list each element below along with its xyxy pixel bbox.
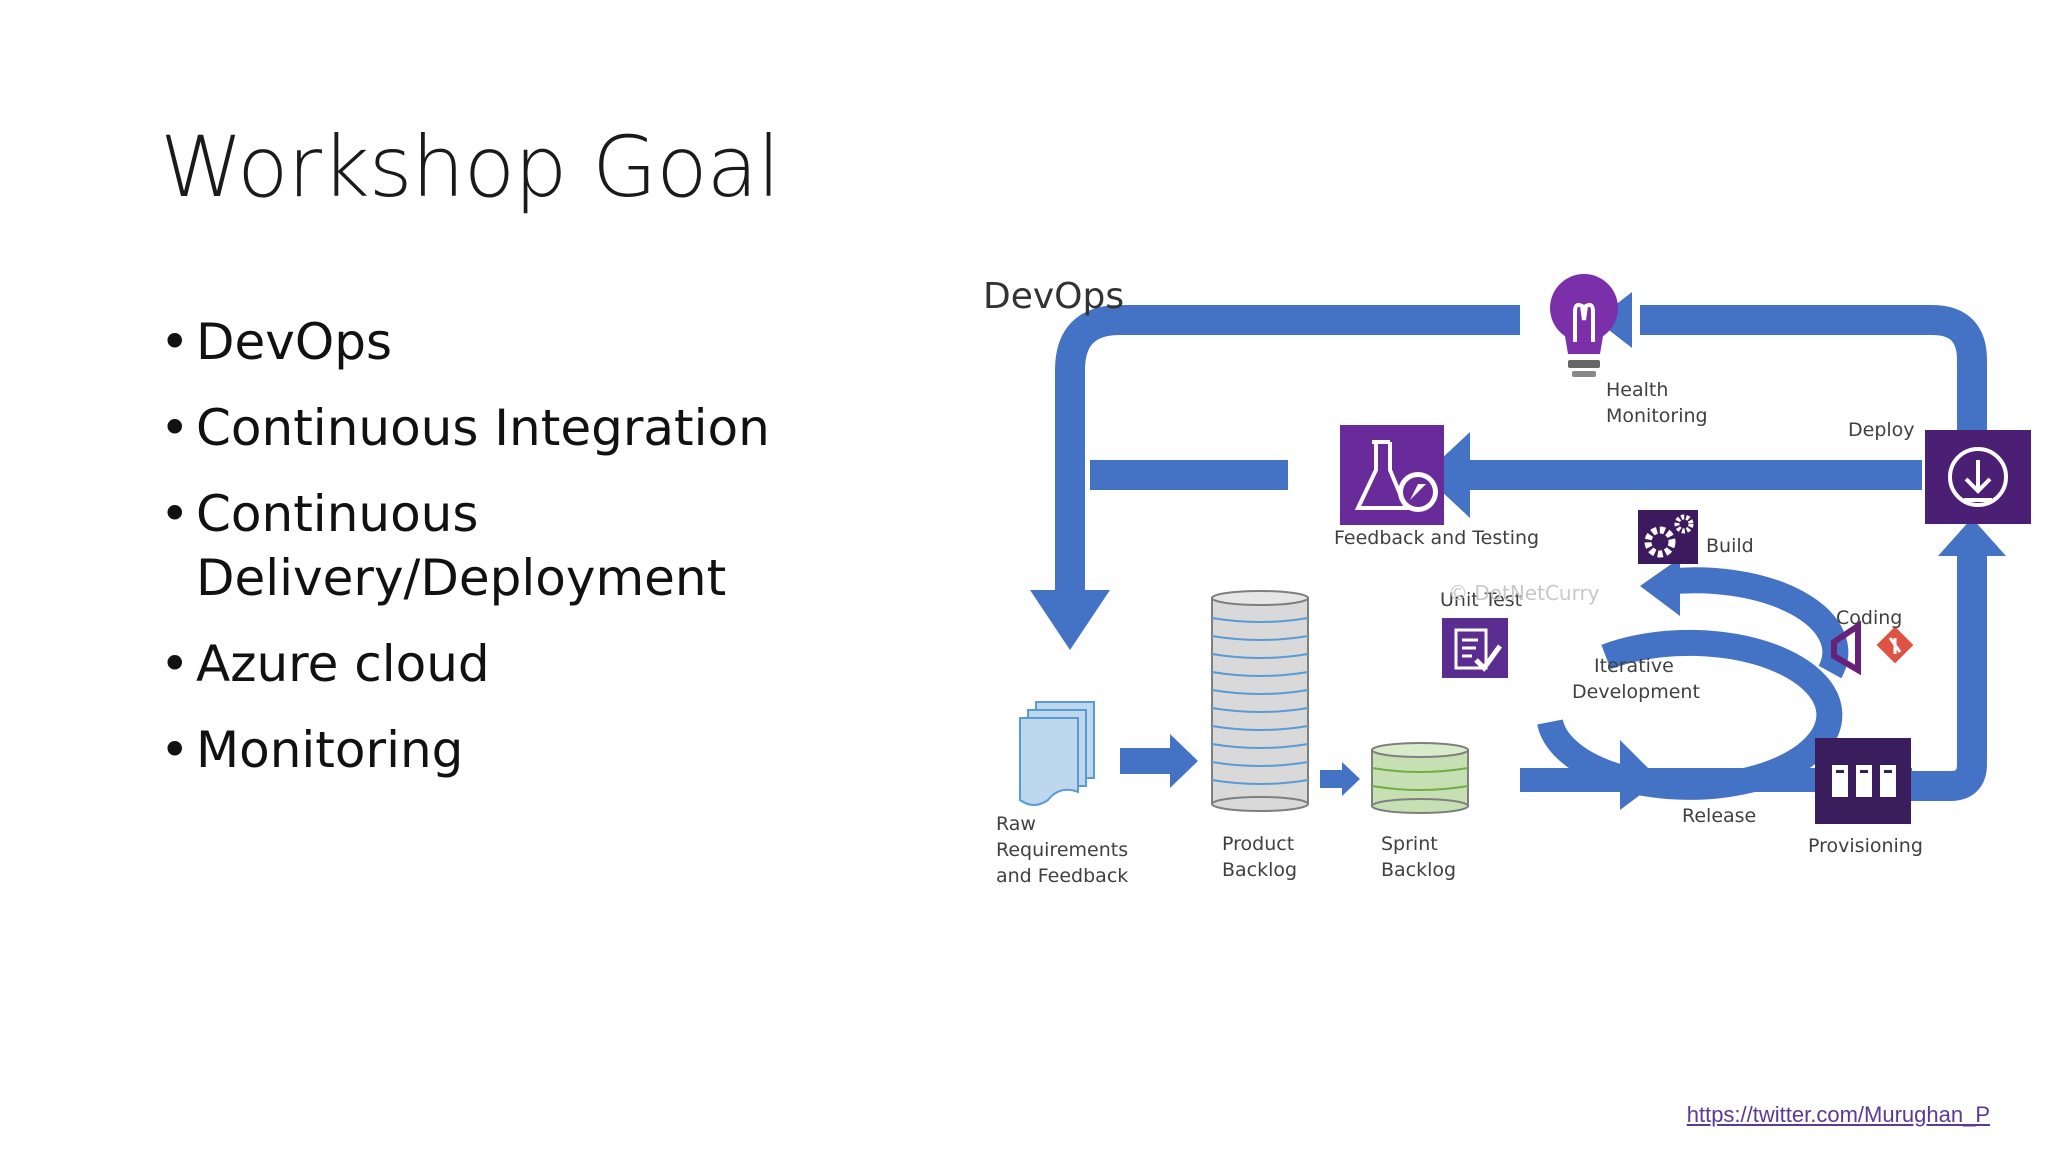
down-arrow-shaft xyxy=(1055,470,1085,600)
up-arrow-right xyxy=(1910,552,1987,801)
checklist-icon xyxy=(1442,618,1508,678)
flask-icon xyxy=(1340,425,1444,525)
lightbulb-icon xyxy=(1550,274,1618,377)
devops-diagram: DevOps Health Monitoring Deploy Feedback… xyxy=(983,274,2031,887)
label-product-1: Product xyxy=(1222,833,1294,855)
watermark: © DotNetCurry xyxy=(1448,581,1600,605)
bullet-item: Continuous Delivery/Deployment xyxy=(160,482,880,610)
arrow-head-feedback xyxy=(1424,432,1470,518)
label-health-1: Health xyxy=(1606,379,1668,401)
feedback-band xyxy=(1090,460,1288,490)
product-to-sprint-arrow xyxy=(1320,770,1342,788)
outer-loop-arrow xyxy=(1055,305,1987,490)
arrow-head-up xyxy=(1938,518,2006,556)
label-raw-2: Requirements xyxy=(996,839,1128,861)
sprint-backlog-icon xyxy=(1371,742,1469,814)
git-icon xyxy=(1876,626,1914,664)
label-sprint-2: Backlog xyxy=(1381,859,1456,881)
servers-icon xyxy=(1815,738,1911,824)
label-raw-1: Raw xyxy=(996,813,1036,835)
label-unit-test: Unit Test xyxy=(1440,589,1522,611)
label-provisioning: Provisioning xyxy=(1808,835,1923,857)
label-sprint-1: Sprint xyxy=(1381,833,1438,855)
visual-studio-icon xyxy=(1831,620,1861,676)
label-health-2: Monitoring xyxy=(1606,405,1708,427)
arrow-head-down xyxy=(1030,590,1110,650)
label-release: Release xyxy=(1682,805,1756,827)
deploy-band xyxy=(1460,460,1922,490)
bullet-list: DevOps Continuous Integration Continuous… xyxy=(160,310,880,804)
slide-title: Workshop Goal xyxy=(160,118,780,216)
bullet-item: DevOps xyxy=(160,310,880,374)
label-build: Build xyxy=(1706,535,1754,557)
bullet-item: Azure cloud xyxy=(160,632,880,696)
arrow-head-product xyxy=(1170,734,1198,788)
label-deploy: Deploy xyxy=(1848,419,1915,441)
documents-icon xyxy=(1019,701,1095,806)
gears-icon xyxy=(1638,510,1698,564)
twitter-link[interactable]: https://twitter.com/Murughan_P xyxy=(1686,1102,1990,1127)
label-coding: Coding xyxy=(1836,607,1902,629)
diagram-title: DevOps xyxy=(983,276,1124,317)
arrow-head-sprint xyxy=(1342,762,1360,796)
label-raw-3: and Feedback xyxy=(996,865,1128,887)
req-to-product-arrow xyxy=(1120,748,1170,774)
bullet-item: Monitoring xyxy=(160,718,880,782)
bullet-item: Continuous Integration xyxy=(160,396,880,460)
label-iterative-1: Iterative xyxy=(1594,655,1674,677)
label-product-2: Backlog xyxy=(1222,859,1297,881)
label-iterative-2: Development xyxy=(1572,681,1700,703)
download-icon xyxy=(1925,430,2031,524)
database-icon xyxy=(1211,590,1309,812)
label-feedback: Feedback and Testing xyxy=(1334,527,1539,549)
